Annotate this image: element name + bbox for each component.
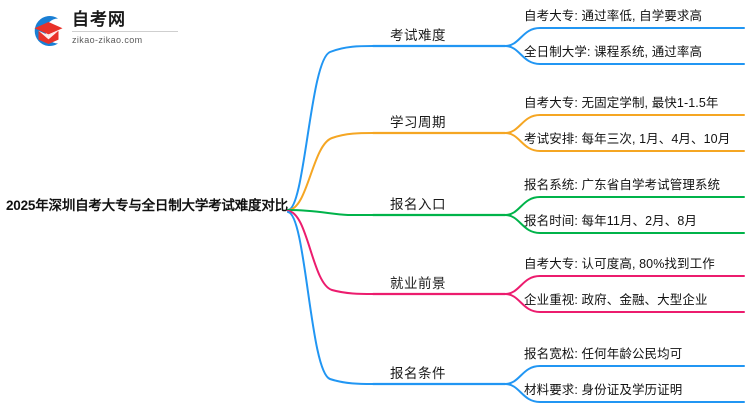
leaf-label-2-0[interactable]: 报名系统: 广东省自学考试管理系统 [524,178,721,192]
trunk-path-4 [287,211,374,385]
trunk-path-0 [287,45,374,211]
trunk-path-2 [287,209,374,216]
leaf-label-3-0[interactable]: 自考大专: 认可度高, 80%找到工作 [524,257,715,271]
trunk-path-1 [287,132,374,211]
trunk-path-3 [287,210,374,295]
leaf-label-4-0[interactable]: 报名宽松: 任何年龄公民均可 [524,347,683,361]
leaf-label-1-0[interactable]: 自考大专: 无固定学制, 最快1-1.5年 [524,96,719,110]
branch-label-4[interactable]: 报名条件 [390,366,446,381]
leaf-label-1-1[interactable]: 考试安排: 每年三次, 1月、4月、10月 [524,132,731,146]
leaf-label-2-1[interactable]: 报名时间: 每年11月、2月、8月 [524,214,698,228]
branch-label-2[interactable]: 报名入口 [390,197,446,212]
site-logo[interactable]: 自考网 zikao-zikao.com [28,10,178,52]
branch-label-1[interactable]: 学习周期 [390,115,446,130]
logo-title: 自考网 [72,10,178,32]
leaf-label-0-0[interactable]: 自考大专: 通过率低, 自学要求高 [524,9,703,23]
logo-text: 自考网 zikao-zikao.com [72,10,178,47]
logo-subtitle: zikao-zikao.com [72,35,143,45]
leaf-label-4-1[interactable]: 材料要求: 身份证及学历证明 [524,383,683,397]
branch-label-3[interactable]: 就业前景 [390,276,446,291]
graduation-cap-logo-icon [34,16,63,47]
branch-label-0[interactable]: 考试难度 [390,28,446,43]
root-node-title[interactable]: 2025年深圳自考大专与全日制大学考试难度对比 [6,198,288,213]
leaf-label-0-1[interactable]: 全日制大学: 课程系统, 通过率高 [524,45,703,59]
leaf-label-3-1[interactable]: 企业重视: 政府、金融、大型企业 [524,293,708,307]
